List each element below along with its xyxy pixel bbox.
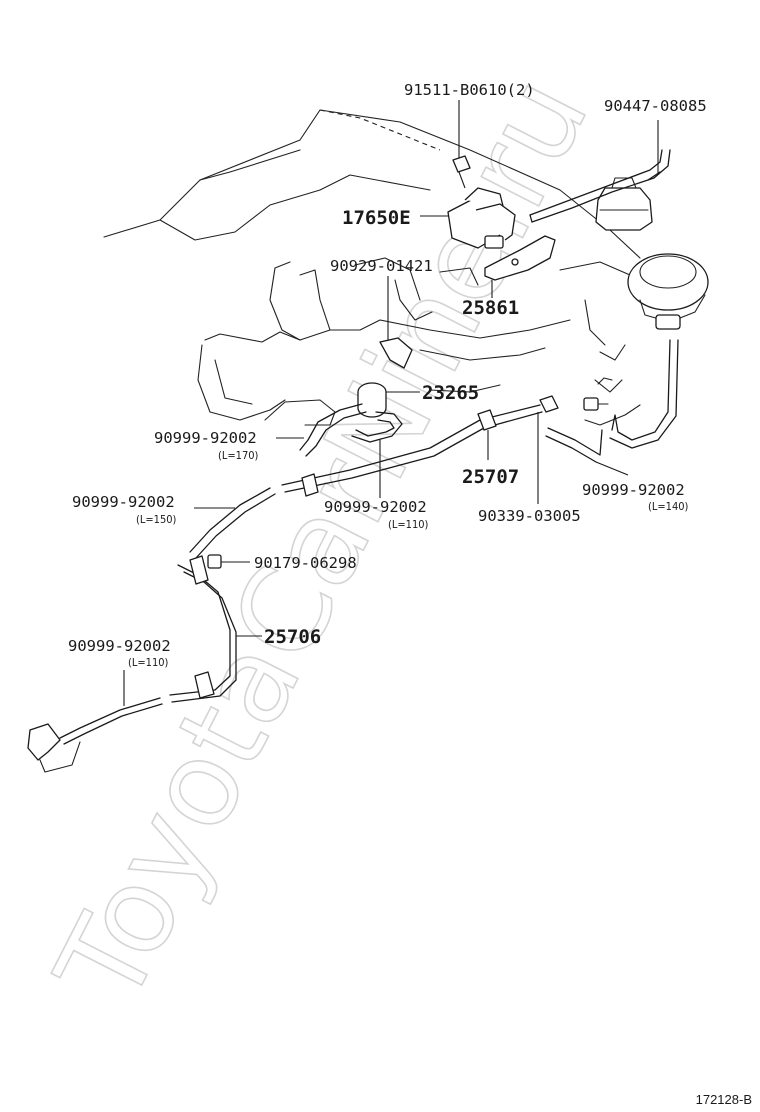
- label-90447: 90447-08085: [604, 97, 707, 115]
- label-hose-l140: 90999-92002: [582, 481, 685, 499]
- figure-code: 172128-B: [696, 1092, 752, 1107]
- bolt-91511: [452, 100, 471, 189]
- label-90179: 90179-06298: [254, 554, 357, 572]
- label-25861: 25861: [462, 297, 519, 319]
- pipe-25706: [169, 555, 262, 703]
- label-hose-l110-mid: 90999-92002: [324, 498, 427, 516]
- label-25706: 25706: [264, 626, 321, 648]
- label-90339: 90339-03005: [478, 507, 581, 525]
- pipe-25707: [281, 404, 543, 497]
- label-23265: 23265: [422, 382, 479, 404]
- length-hose-l110-low: (L=110): [128, 656, 169, 669]
- clip-90929: [379, 276, 413, 369]
- filter-23265: [357, 382, 420, 418]
- hose-l110-mid: [351, 411, 403, 498]
- hose-l140: [545, 339, 679, 476]
- hose-90447: [529, 120, 671, 223]
- nut-90179: [207, 554, 250, 569]
- length-hose-l170: (L=170): [218, 449, 259, 462]
- cap-90339: [537, 395, 559, 504]
- label-17650e: 17650E: [342, 207, 411, 229]
- length-hose-l140: (L=140): [648, 500, 689, 513]
- label-91511: 91511-B0610(2): [404, 81, 535, 99]
- hose-l170: [276, 403, 367, 457]
- hose-l150: [189, 487, 276, 559]
- label-90929: 90929-01421: [330, 257, 433, 275]
- watermark-text: ToyotaCarNine.ru: [30, 56, 615, 1026]
- length-hose-l150: (L=150): [136, 513, 177, 526]
- label-hose-l150: 90999-92002: [72, 493, 175, 511]
- engine-outline: [103, 109, 709, 426]
- bracket-25861: [484, 235, 556, 298]
- label-hose-l170: 90999-92002: [154, 429, 257, 447]
- vsv-17650e: [420, 187, 516, 249]
- label-25707: 25707: [462, 466, 519, 488]
- length-hose-l110-mid: (L=110): [388, 518, 429, 531]
- label-hose-l110-low: 90999-92002: [68, 637, 171, 655]
- hose-l110-low: [27, 670, 163, 773]
